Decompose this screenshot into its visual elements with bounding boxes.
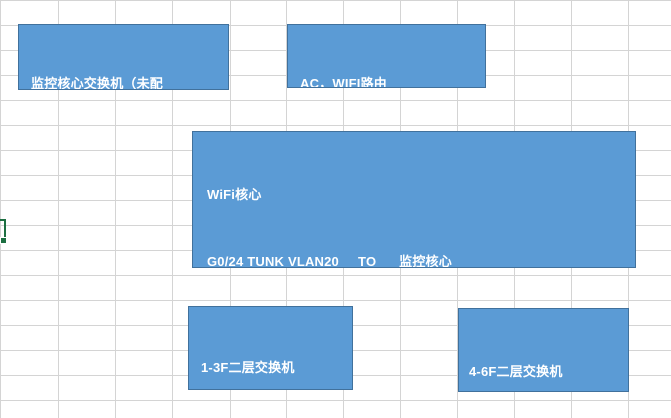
- shape-monitoring-core-switch[interactable]: 监控核心交换机（未配 置）172.24.88.X: [18, 24, 229, 90]
- shape-text-line: 1-3F二层交换机: [201, 360, 295, 375]
- shape-wifi-core-switch[interactable]: WiFi核心 G0/24 TUNK VLAN20 TO 监控核心 G0/23 T…: [192, 131, 636, 268]
- shape-text-line: AC，WIFI路由: [300, 76, 388, 88]
- shape-switch-1-3f[interactable]: 1-3F二层交换机: [188, 306, 353, 390]
- gridline-vertical-1: [58, 0, 59, 418]
- gridline-horizontal-0: [0, 0, 671, 1]
- gridline-horizontal-12: [0, 300, 671, 301]
- shape-ac-wifi-router[interactable]: AC，WIFI路由 192.168.12.1: [287, 24, 486, 88]
- shape-text-line: WiFi核心: [207, 187, 262, 202]
- gridline-horizontal-4: [0, 100, 671, 101]
- shape-text-line: G0/24 TUNK VLAN20 TO 监控核心: [207, 254, 452, 268]
- shape-switch-4-6f[interactable]: 4-6F二层交换机 有个监控摄像头 172.24.88.X网段: [458, 308, 629, 392]
- gridline-vertical-0: [0, 0, 1, 418]
- gridline-vertical-3: [172, 0, 173, 418]
- gridline-vertical-2: [115, 0, 116, 418]
- gridline-horizontal-11: [0, 275, 671, 276]
- shape-text-line: 4-6F二层交换机: [469, 364, 563, 379]
- gridline-horizontal-16: [0, 400, 671, 401]
- shape-text-line: 监控核心交换机（未配: [31, 76, 164, 90]
- fill-handle[interactable]: [0, 237, 7, 244]
- gridline-horizontal-5: [0, 125, 671, 126]
